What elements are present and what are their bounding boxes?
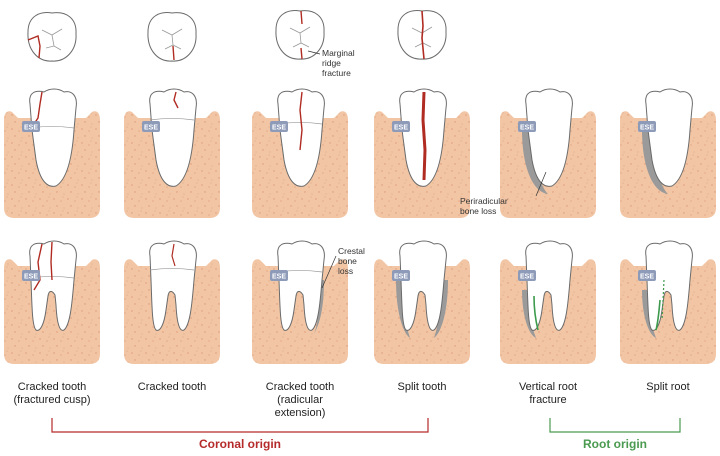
middle-tooth-4: ESE (374, 88, 470, 218)
ese-badge: ESE (640, 274, 654, 281)
periradicular-label: Periradicular bone loss (460, 196, 508, 216)
marginal-ridge-label: Marginal ridge fracture (322, 48, 355, 78)
ese-badge: ESE (394, 125, 408, 132)
middle-tooth-3: ESE (252, 88, 348, 218)
ese-badge: ESE (144, 125, 158, 132)
crestal-label: Crestal bone loss (338, 246, 365, 276)
bottom-tooth-4: ESE (374, 240, 470, 364)
caption-4: Split tooth (397, 381, 447, 393)
ese-badge: ESE (24, 274, 38, 281)
ese-badge: ESE (520, 274, 534, 281)
occlusal-view-4 (397, 10, 447, 60)
ese-badge: ESE (272, 125, 286, 132)
bottom-tooth-6: ESE (620, 240, 716, 364)
ese-badge: ESE (272, 274, 286, 281)
caption-3: Cracked tooth (radicular extension) (265, 381, 335, 419)
caption-2: Cracked tooth (137, 381, 207, 393)
bottom-tooth-2 (124, 240, 220, 364)
bottom-tooth-3: ESE (252, 240, 348, 364)
coronal-origin-label: Coronal origin (199, 437, 281, 451)
occlusal-view-1 (27, 12, 77, 62)
middle-tooth-6: ESE (620, 88, 716, 218)
ese-badge: ESE (520, 125, 534, 132)
ese-badge: ESE (394, 274, 408, 281)
occlusal-view-3 (275, 10, 325, 60)
bottom-tooth-5: ESE (500, 240, 596, 364)
coronal-origin-bracket (51, 418, 429, 433)
ese-badge: ESE (640, 125, 654, 132)
middle-tooth-2: ESE (124, 88, 220, 218)
caption-6: Split root (646, 381, 690, 393)
caption-1: Cracked tooth (fractured cusp) (13, 381, 91, 406)
ese-badge: ESE (24, 125, 38, 132)
occlusal-view-2 (147, 12, 197, 62)
middle-tooth-5: ESE (500, 88, 596, 218)
root-origin-bracket (549, 418, 681, 433)
middle-tooth-1: ESE (4, 88, 100, 218)
caption-5: Vertical root fracture (518, 381, 578, 406)
bottom-tooth-1: ESE (4, 240, 100, 364)
root-origin-label: Root origin (583, 437, 647, 451)
